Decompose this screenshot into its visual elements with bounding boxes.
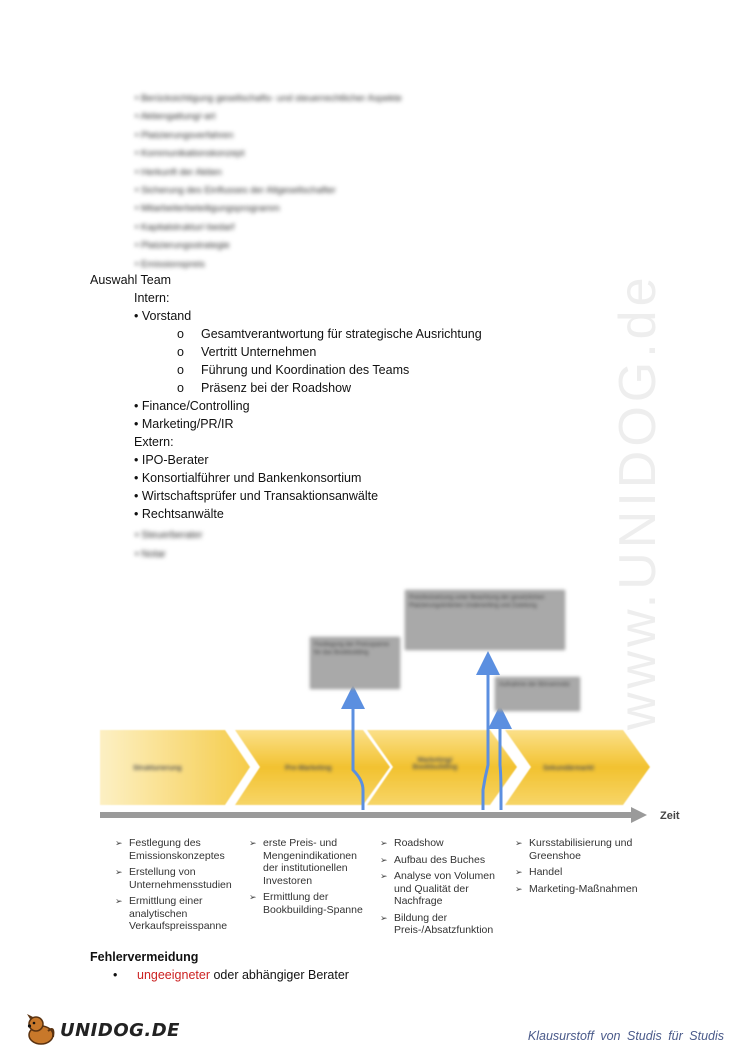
list-item: •ungeeigneter oder abhängiger Berater: [113, 968, 349, 982]
milestone-box-aufnahme: Aufnahme der Börsennotiz: [495, 677, 580, 711]
logo-text: UNIDOG.DE: [60, 1019, 180, 1041]
phase-chevron-1: [100, 730, 250, 805]
phase-label: Pre-Marketing: [285, 765, 332, 772]
phase-column-4: ➢Kursstabilisierung und Greenshoe ➢Hande…: [515, 837, 655, 899]
list-item: • Platzierungsstrategie: [135, 240, 230, 252]
ipo-process-diagram: Strukturierung Pre-Marketing Marketing/ …: [95, 585, 695, 955]
fehler-section: Fehlervermeidung •ungeeigneter oder abhä…: [90, 948, 349, 984]
list-item: • Rechtsanwälte: [134, 507, 224, 521]
blurred-bottom-list: • Steuerberater • Notar: [135, 526, 202, 564]
phase-label: Marketing/ Bookbuilding: [412, 757, 458, 771]
list-item: • Steuerberater: [135, 530, 203, 541]
milestone-box-preisspanne: Festlegung der Preisspanne für das Bookb…: [310, 637, 400, 689]
list-item: ➢Ermittlung der Bookbuilding-Spanne: [249, 891, 363, 916]
milestone-box-preis: Preisfestsetzung unter Beachtung der ges…: [405, 590, 565, 650]
list-item: ➢Erstellung von Unternehmensstudien: [115, 866, 232, 891]
list-item: • Platzierungsverfahren: [135, 129, 234, 141]
list-item: ➢erste Preis- und Mengenindikationen der…: [249, 837, 357, 887]
list-item: • Kommunikationskonzept: [135, 148, 245, 160]
time-axis-head: [631, 807, 647, 823]
list-item: • Wirtschaftsprüfer und Transaktionsanwä…: [134, 489, 379, 503]
milestone-arrow-1: [341, 685, 365, 810]
blurred-top-list: • Berücksichtigung gesellschafts- und st…: [135, 90, 402, 274]
phase-column-2: ➢erste Preis- und Mengenindikationen der…: [249, 837, 373, 920]
process-arrows: [100, 651, 650, 823]
section-heading: Fehlervermeidung: [90, 950, 199, 964]
list-item: • Vorstand: [134, 309, 192, 323]
milestone-arrow-2: [476, 651, 500, 810]
intern-label: Intern:: [134, 291, 170, 305]
list-item: ➢Festlegung des Emissionskonzeptes: [115, 837, 225, 862]
list-item: ➢Bildung der Preis-/Absatzfunktion: [380, 911, 494, 937]
list-item: ➢Marketing-Maßnahmen: [515, 882, 638, 895]
list-item: ➢Kursstabilisierung und Greenshoe: [515, 837, 633, 862]
axis-label: Zeit: [660, 810, 680, 822]
extern-label: Extern:: [134, 435, 174, 449]
footer-tagline: Klausurstoff von Studis für Studis: [527, 1029, 724, 1043]
milestone-arrow-3: [488, 705, 512, 810]
phase-column-1: ➢Festlegung des Emissionskonzeptes ➢Erst…: [115, 837, 245, 937]
list-item: • Emissionspreis: [135, 258, 205, 270]
list-item: • Herkunft der Aktien: [135, 166, 222, 178]
highlighted-word: ungeeigneter: [137, 968, 210, 982]
list-item: ➢Ermittlung einer analytischen Verkaufsp…: [115, 895, 228, 932]
phase-chevron-4: [505, 730, 650, 805]
phase-chevron-2: [235, 730, 390, 805]
list-item: ➢Aufbau des Buches: [380, 853, 486, 866]
list-item: • Finance/Controlling: [134, 399, 250, 413]
phase-column-3: ➢Roadshow ➢Aufbau des Buches ➢Analyse vo…: [380, 837, 502, 941]
list-item: • Marketing/PR/IR: [134, 417, 234, 431]
list-item: ➢Analyse von Volumen und Qualität der Na…: [380, 870, 495, 907]
list-item: • Mitarbeiterbeteiligungsprogramm: [135, 203, 280, 215]
dog-mascot-icon: [27, 1014, 55, 1045]
phase-chevron-3: [367, 730, 517, 805]
list-item: • Konsortialführer und Bankenkonsortium: [134, 471, 362, 485]
list-item: • Aktiengattung/-art: [135, 111, 216, 123]
list-item: • IPO-Berater: [134, 453, 209, 467]
footer-logo: UNIDOG.DE: [24, 1012, 180, 1048]
list-item: • Kapitalstruktur/-bedarf: [135, 221, 235, 233]
list-item: ➢Handel: [515, 866, 563, 878]
list-item: • Berücksichtigung gesellschafts- und st…: [135, 93, 402, 104]
list-item: ➢Roadshow: [380, 837, 444, 849]
section-heading: Auswahl Team: [90, 273, 172, 287]
phase-label: Sekundärmarkt: [543, 765, 594, 772]
list-item: • Sicherung des Einflusses der Altgesell…: [135, 185, 336, 197]
phase-label: Strukturierung: [133, 765, 182, 772]
list-item: • Notar: [135, 549, 166, 560]
